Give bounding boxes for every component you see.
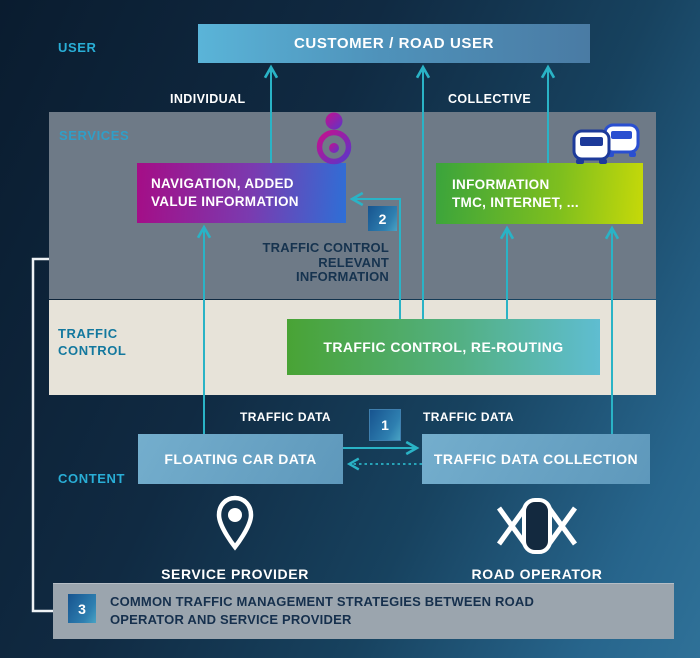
badge-1-number: 1 (381, 417, 389, 433)
traffic-control-relevant-info-label: TRAFFIC CONTROL RELEVANT INFORMATION (220, 240, 389, 285)
car-front (572, 129, 611, 164)
strategies-text: COMMON TRAFFIC MANAGEMENT STRATEGIES BET… (110, 593, 650, 628)
traffic-control-layer-label: TRAFFIC CONTROL (58, 326, 126, 360)
traffic-data-left-label: TRAFFIC DATA (240, 410, 332, 424)
information-box: INFORMATION TMC, INTERNET, ... (436, 163, 643, 224)
floating-car-data-box: FLOATING CAR DATA (138, 434, 343, 484)
badge-1: 1 (369, 409, 401, 441)
strategies-line2: OPERATOR AND SERVICE PROVIDER (110, 611, 352, 627)
traffic-control-rerouting-label: TRAFFIC CONTROL, RE-ROUTING (323, 339, 564, 355)
traffic-control-label-line1: TRAFFIC (58, 326, 118, 341)
navigation-label-line1: NAVIGATION, ADDED (151, 176, 294, 192)
traffic-data-collection-label: TRAFFIC DATA COLLECTION (433, 451, 639, 467)
badge-3-number: 3 (78, 600, 86, 617)
relevant-info-line2: RELEVANT (318, 254, 389, 270)
floating-car-data-label: FLOATING CAR DATA (164, 451, 317, 467)
strategies-box (53, 583, 674, 639)
traffic-data-collection-box: TRAFFIC DATA COLLECTION (422, 434, 650, 484)
individual-label: INDIVIDUAL (170, 92, 246, 106)
location-pin-icon (216, 495, 254, 551)
services-layer-label: SERVICES (59, 128, 130, 143)
navigation-label-line2: VALUE INFORMATION (151, 194, 299, 209)
badge-3: 3 (68, 594, 96, 623)
navigation-box: NAVIGATION, ADDED VALUE INFORMATION (137, 163, 346, 223)
badge-2-number: 2 (378, 210, 387, 227)
service-provider-label: SERVICE PROVIDER (161, 566, 309, 582)
information-label-line2: TMC, INTERNET, ... (452, 194, 579, 210)
user-layer-label: USER (58, 40, 97, 55)
relevant-info-line1: TRAFFIC CONTROL (262, 240, 389, 255)
traffic-control-rerouting-box: TRAFFIC CONTROL, RE-ROUTING (287, 319, 600, 375)
information-label-line1: INFORMATION (452, 176, 550, 192)
customer-road-user-box: CUSTOMER / ROAD USER (198, 24, 590, 63)
content-layer-label: CONTENT (58, 471, 126, 486)
customer-road-user-label: CUSTOMER / ROAD USER (293, 35, 495, 52)
driver-steering-wheel-icon (316, 112, 352, 165)
collective-label: COLLECTIVE (448, 92, 532, 106)
strategies-line1: COMMON TRAFFIC MANAGEMENT STRATEGIES BET… (110, 594, 535, 609)
road-junction-icon (496, 498, 578, 554)
traffic-control-label-line2: CONTROL (58, 342, 127, 358)
badge-2: 2 (368, 206, 397, 231)
cars-traffic-icon (572, 123, 640, 164)
traffic-data-right-label: TRAFFIC DATA (423, 410, 515, 424)
road-operator-label: ROAD OPERATOR (471, 566, 603, 582)
relevant-info-line3: INFORMATION (296, 269, 389, 285)
